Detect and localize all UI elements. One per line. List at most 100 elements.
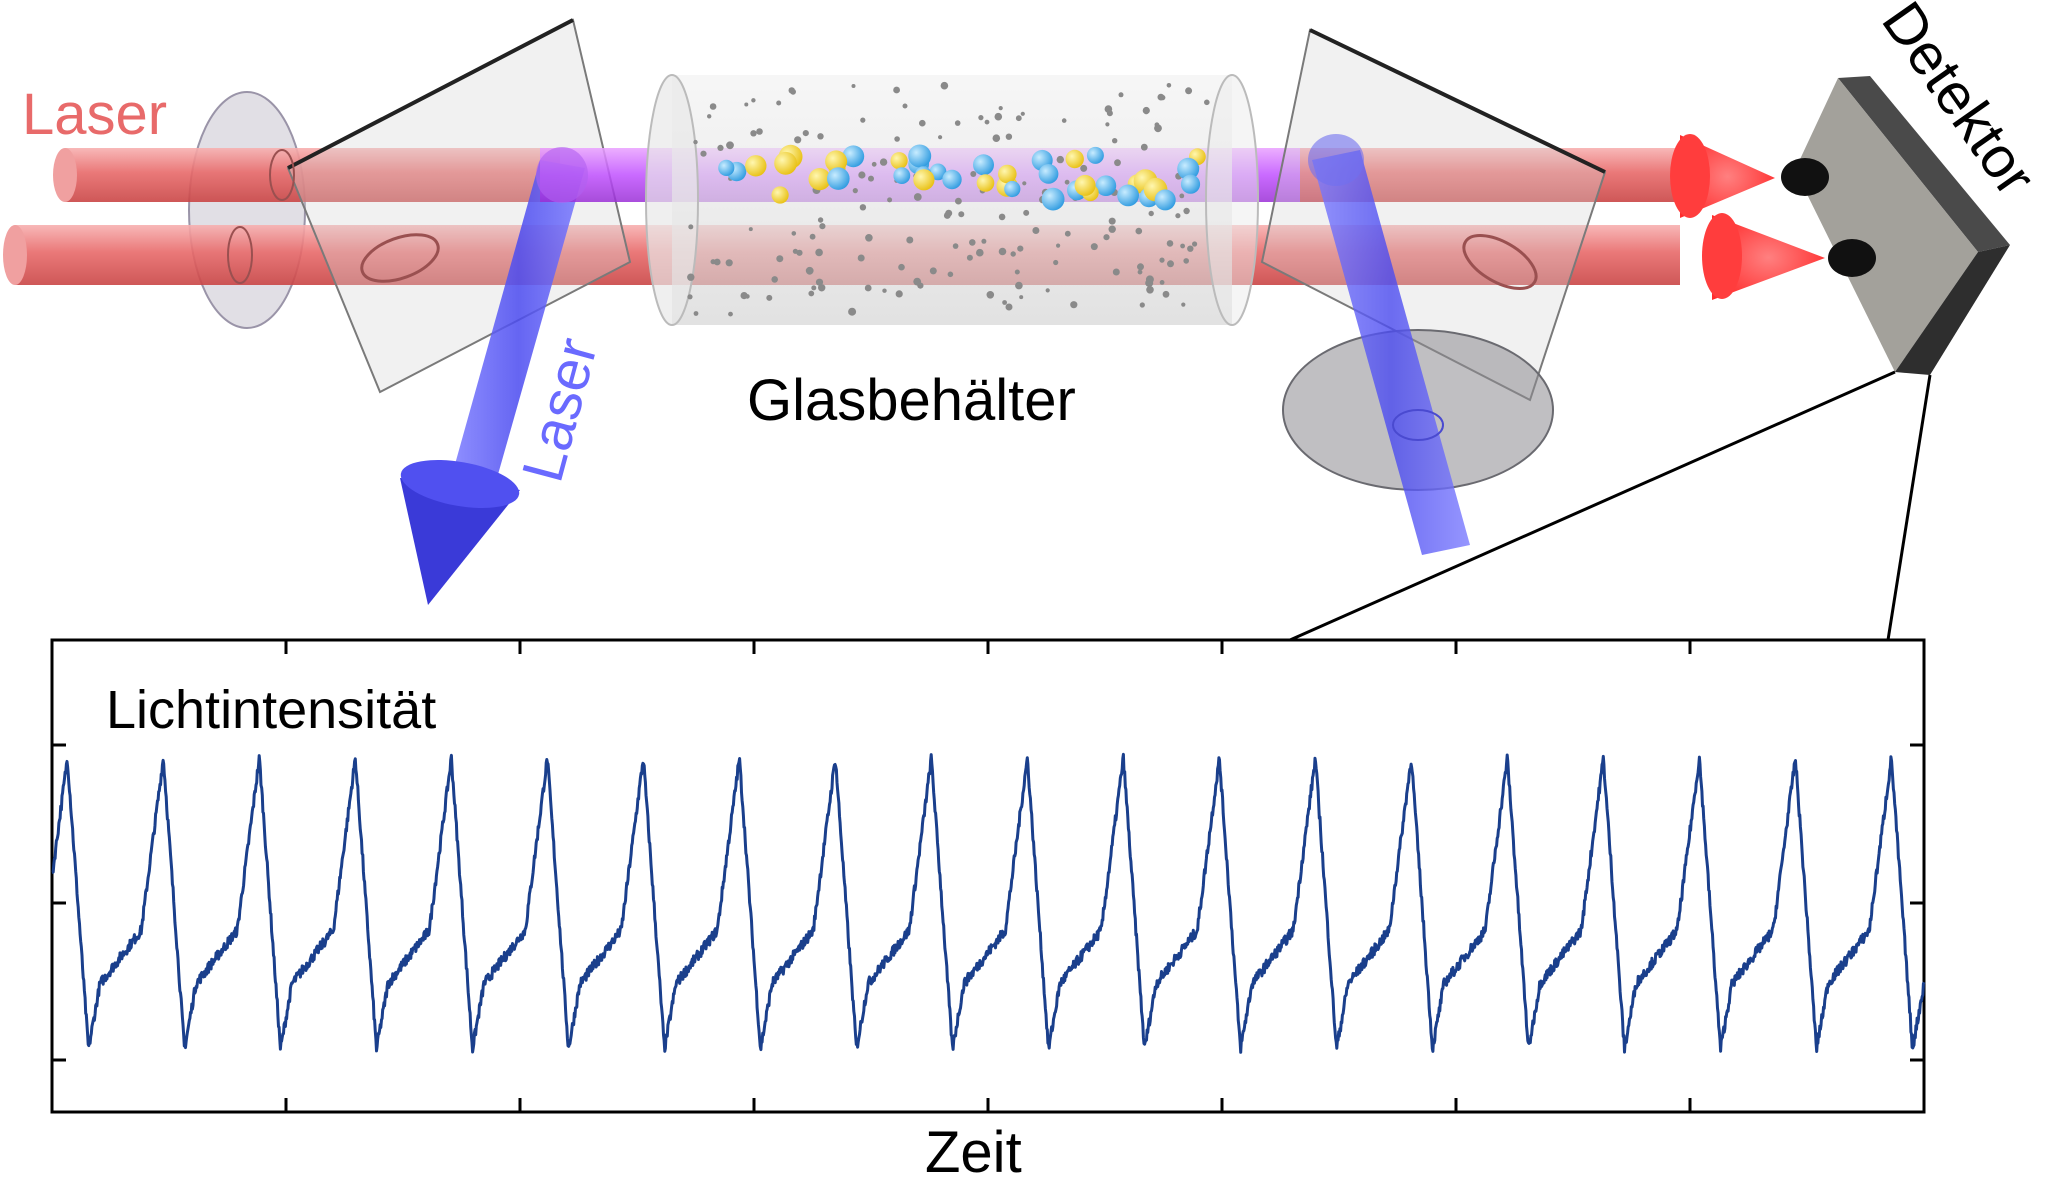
atom [842, 145, 865, 168]
detector-sensor-upper [1781, 158, 1829, 196]
gas-particle [751, 98, 756, 103]
atom [908, 144, 932, 168]
gas-particle [1148, 210, 1154, 217]
gas-particle [851, 84, 856, 88]
gas-particle [984, 119, 990, 125]
gas-particle [788, 87, 795, 94]
atom [893, 167, 911, 185]
gas-particles [687, 81, 1210, 317]
atom [976, 174, 995, 192]
gas-particle [906, 236, 914, 244]
gas-particle [1137, 263, 1144, 271]
atom [1180, 174, 1201, 194]
gas-particle [1185, 87, 1193, 95]
chart-ticks [52, 640, 1924, 1112]
gas-particle [852, 188, 858, 194]
gas-particle [1019, 295, 1024, 300]
laser-top-label: Laser [22, 82, 167, 147]
gas-particle [766, 294, 773, 301]
gas-particle [1015, 281, 1023, 290]
gas-particle [819, 223, 826, 230]
gas-particle [1017, 245, 1024, 252]
gas-particle [687, 273, 695, 281]
red-beam-upper-left [65, 148, 560, 202]
gas-particle [1070, 301, 1078, 309]
zoom-line-left [1289, 370, 1896, 642]
gas-particle [791, 231, 797, 236]
gas-particle [895, 290, 903, 298]
gas-particle [952, 243, 959, 249]
gas-particle [1005, 133, 1013, 140]
gas-particle [1181, 302, 1186, 307]
gas-particle [1145, 275, 1154, 284]
gas-particle [818, 284, 826, 292]
gas-particle [1056, 155, 1065, 164]
gas-particle [1187, 245, 1194, 252]
gas-particle [794, 136, 802, 144]
gas-particle [986, 291, 995, 299]
gas-particle [970, 171, 977, 177]
gas-particle [981, 238, 987, 244]
atom [771, 186, 789, 204]
gas-particle [792, 248, 799, 254]
gas-particle [802, 130, 809, 137]
gas-particle [687, 294, 693, 300]
gas-particle [817, 133, 824, 140]
gas-particle [693, 311, 699, 316]
gas-particle [898, 263, 905, 271]
gas-particle [1112, 138, 1118, 144]
atom [718, 159, 735, 176]
zoom-line-right [1886, 374, 1932, 641]
right-beamsplitter-edge [1309, 28, 1606, 174]
gas-particle [1140, 143, 1148, 151]
gas-particle [688, 224, 694, 230]
blue-beam-hole [1392, 409, 1444, 441]
atom [1095, 175, 1117, 196]
detector-top [1838, 76, 2010, 252]
gas-particle [809, 233, 816, 240]
atoms-in-beam [718, 144, 1206, 211]
atom [998, 164, 1017, 184]
gas-particle [1137, 269, 1143, 275]
detector-face [1795, 78, 1978, 372]
atom [1065, 149, 1084, 169]
detector-sensor-lower [1828, 239, 1876, 277]
gas-particle [1105, 122, 1110, 127]
gas-particle [1183, 207, 1190, 215]
gas-particle [707, 114, 712, 119]
gas-particle [955, 197, 962, 205]
gas-particle [1022, 181, 1027, 186]
gas-particle [1135, 227, 1143, 235]
gas-particle [1064, 230, 1071, 237]
gas-particle [1015, 115, 1022, 122]
red-beam-upper-right [1300, 148, 1690, 202]
atom [913, 169, 935, 191]
gas-particle [868, 175, 874, 182]
intensity-chart: Lichtintensität Zeit [50, 638, 1926, 1185]
gas-particle [1146, 286, 1154, 294]
atom [890, 152, 908, 170]
gas-particle [1167, 260, 1174, 268]
atom [942, 169, 962, 190]
gas-particle [976, 248, 984, 257]
red-beam-upper-end [53, 148, 77, 202]
gas-particle [943, 212, 951, 219]
gas-particle [817, 217, 824, 223]
atom [825, 150, 848, 173]
gas-particle [887, 197, 893, 203]
right-splitter-hole [1462, 234, 1538, 290]
gas-particle [1159, 280, 1165, 285]
gas-particle [969, 239, 976, 246]
gas-particle [744, 102, 749, 107]
gas-particle [859, 204, 867, 211]
gas-particle [1162, 290, 1170, 298]
gas-particle [1154, 122, 1160, 128]
gas-particle [1159, 257, 1165, 263]
splitter-hole-upper [269, 149, 295, 201]
glass-cylinder-body [672, 75, 1232, 325]
gas-particle [1056, 243, 1061, 248]
gas-particle [1045, 288, 1050, 293]
atom [827, 167, 850, 190]
gas-particle [815, 278, 824, 286]
